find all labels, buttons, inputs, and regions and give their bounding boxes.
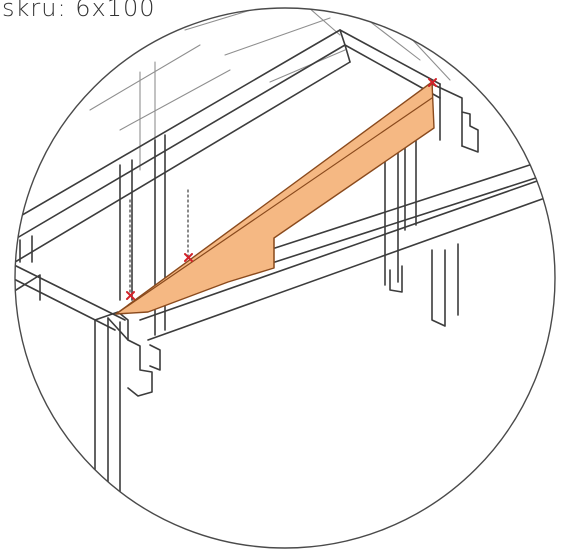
diagonal-brace <box>115 81 435 315</box>
screw-spec-caption: skru: 6x100 <box>2 0 156 22</box>
right-post-top <box>431 83 479 153</box>
screw-cross-icon <box>184 253 193 262</box>
top-beam <box>15 29 441 266</box>
left-beam-ends <box>15 235 41 301</box>
screw-marks <box>126 78 437 300</box>
lower-beam <box>15 159 546 341</box>
front-post <box>94 311 161 548</box>
screw-cross-icon <box>428 78 437 87</box>
screw-cross-icon <box>126 291 135 300</box>
right-lower-posts <box>389 243 459 327</box>
screw-guide-lines <box>129 189 189 297</box>
interior-posts <box>119 119 417 336</box>
detail-circle-border <box>14 7 556 549</box>
detail-circle-content <box>15 8 546 548</box>
